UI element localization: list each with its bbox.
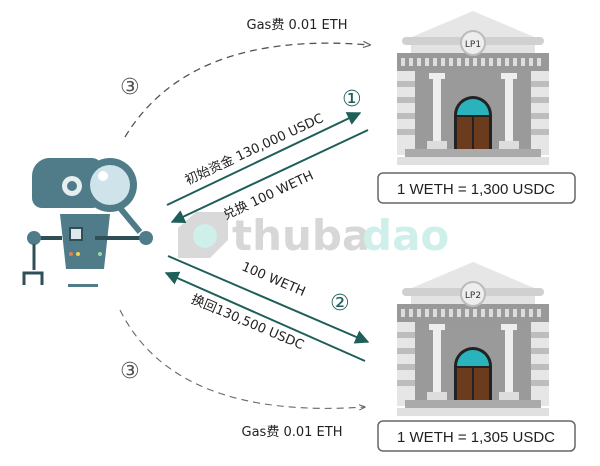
watermark: thuba dao — [178, 211, 449, 260]
step-1-marker: ① — [342, 87, 362, 112]
watermark-text-thuba: thuba — [232, 211, 370, 260]
pool-lp2: LP2 1 WETH = 1,305 USDC — [377, 261, 576, 452]
pool-rate: 1 WETH = 1,305 USDC — [397, 429, 555, 446]
label-send-weth: 100 WETH — [239, 260, 307, 300]
pool-name: LP2 — [465, 291, 481, 301]
robot-icon — [22, 158, 153, 287]
label-swap-back: 换回130,500 USDC — [189, 292, 306, 353]
rate-box — [377, 420, 576, 452]
watermark-text-dao: dao — [362, 211, 449, 260]
pool-rate: 1 WETH = 1,300 USDC — [397, 181, 555, 198]
arrow-gas-top — [124, 43, 370, 138]
pool-name: LP1 — [465, 40, 481, 50]
step-3-marker-top: ③ — [120, 75, 140, 100]
gas-label-bottom: Gas费 0.01 ETH — [242, 425, 343, 440]
step-3-marker-bottom: ③ — [120, 359, 140, 384]
arrow-swap-back — [164, 271, 366, 362]
pool-lp1: LP1 1 WETH = 1,300 USDC — [377, 10, 576, 204]
step-2-marker: ② — [330, 291, 350, 316]
rate-box — [377, 172, 576, 204]
arrow-swap-weth — [170, 129, 369, 223]
arrow-initial-funds — [166, 112, 362, 206]
arrow-gas-bottom — [119, 309, 365, 408]
arrow-send-weth — [167, 255, 370, 344]
watermark-logo-icon — [178, 212, 228, 258]
gas-label-top: Gas费 0.01 ETH — [247, 18, 348, 33]
